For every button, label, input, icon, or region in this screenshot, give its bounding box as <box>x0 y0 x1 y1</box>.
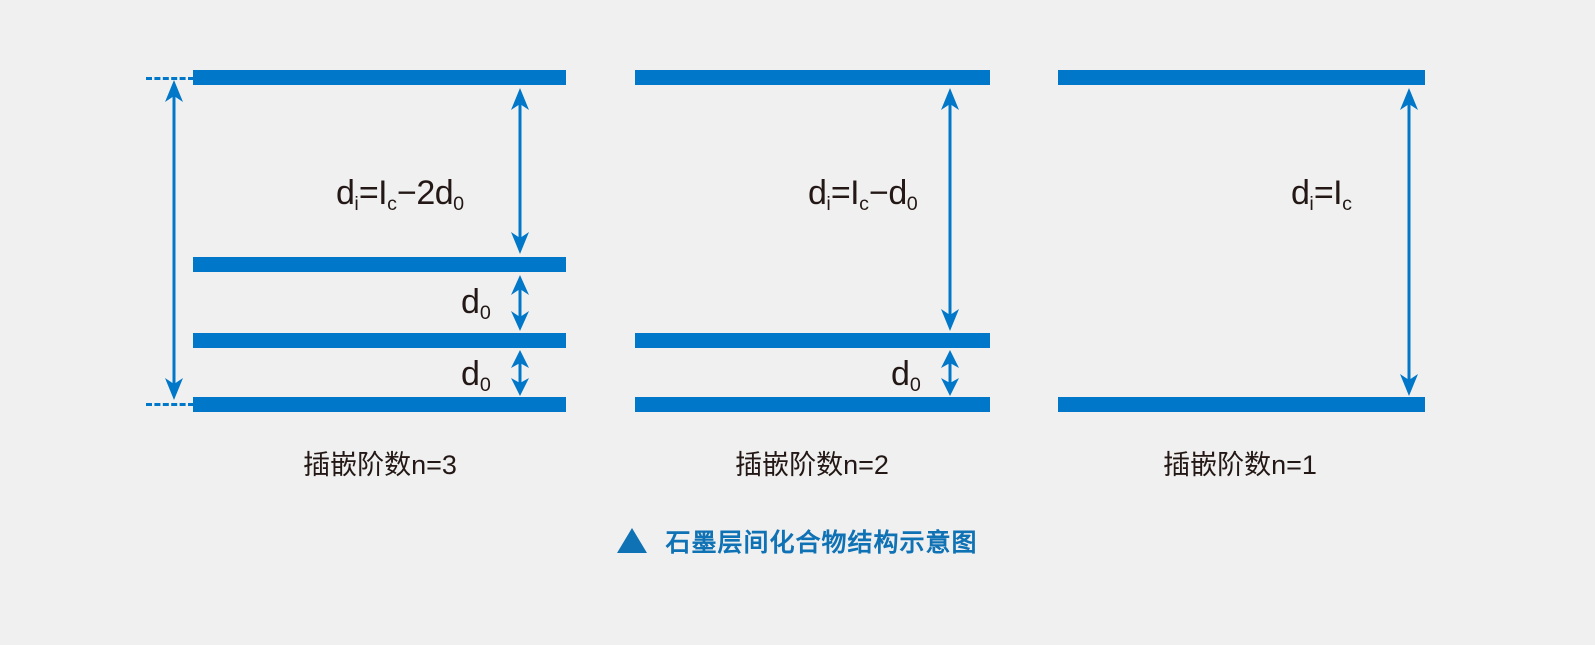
panel-stage-n2: di=Ic−d0 d0 插嵌阶数n=2 <box>600 0 1030 500</box>
di-measure-arrow <box>511 88 529 254</box>
gap-label-d0: d0 <box>891 355 921 395</box>
gap-label-d0: d0 <box>461 355 491 395</box>
gap-label-sub: 0 <box>479 301 491 324</box>
formula-di-n2: di=Ic−d0 <box>808 174 918 214</box>
panel-caption-n1: 插嵌阶数n=1 <box>1163 450 1317 480</box>
formula-tail-sub: 0 <box>453 192 465 215</box>
d0-measure-arrow <box>511 275 529 331</box>
panel-caption-n2: 插嵌阶数n=2 <box>735 450 889 480</box>
gap-label-sub: 0 <box>479 373 491 396</box>
panel-stage-n3: di=Ic−2d0 d0 d0 插嵌阶数n=3 <box>0 0 600 500</box>
gap-label-text: d <box>891 355 910 393</box>
formula-lead-sub: i <box>354 192 359 215</box>
graphene-layer <box>1058 70 1425 85</box>
formula-lead: d <box>1291 174 1310 212</box>
formula-eq-sub: c <box>1342 192 1352 215</box>
gap-label-text: d <box>461 283 480 321</box>
di-measure-arrow <box>941 88 959 331</box>
formula-di-n3: di=Ic−2d0 <box>336 174 464 214</box>
gap-label-text: d <box>461 355 480 393</box>
graphene-layer <box>193 257 566 272</box>
graphene-layer <box>193 397 566 412</box>
formula-eq-sub: c <box>859 192 869 215</box>
d0-measure-arrow <box>511 350 529 396</box>
d0-measure-arrow <box>941 350 959 396</box>
formula-eq: =I <box>358 174 388 212</box>
graphene-layer <box>635 333 990 348</box>
formula-tail: −2d <box>396 174 454 212</box>
formula-lead-sub: i <box>1309 192 1314 215</box>
formula-lead: d <box>336 174 355 212</box>
graphene-layer <box>193 333 566 348</box>
dashed-guide-bottom <box>146 403 194 406</box>
formula-tail: −d <box>868 174 907 212</box>
graphene-layer <box>635 70 990 85</box>
panel-caption-n3: 插嵌阶数n=3 <box>303 450 457 480</box>
formula-tail-sub: 0 <box>906 192 918 215</box>
up-triangle-icon <box>617 528 648 553</box>
formula-eq: =I <box>830 174 860 212</box>
graphene-layer <box>635 397 990 412</box>
total-height-arrow <box>165 80 183 400</box>
panel-stage-n1: di=Ic 插嵌阶数n=1 <box>1030 0 1595 500</box>
dashed-guide-top <box>146 77 194 80</box>
figure-caption-text: 石墨层间化合物结构示意图 <box>665 528 978 557</box>
di-measure-arrow <box>1400 88 1418 396</box>
formula-lead: d <box>808 174 827 212</box>
formula-lead-sub: i <box>826 192 831 215</box>
gap-label-sub: 0 <box>909 373 921 396</box>
figure-caption: 石墨层间化合物结构示意图 <box>0 528 1595 556</box>
graphene-layer <box>1058 397 1425 412</box>
formula-di-n1: di=Ic <box>1291 174 1352 214</box>
gap-label-d0: d0 <box>461 283 491 323</box>
graphene-layer <box>193 70 566 85</box>
formula-eq: =I <box>1313 174 1343 212</box>
formula-eq-sub: c <box>387 192 397 215</box>
